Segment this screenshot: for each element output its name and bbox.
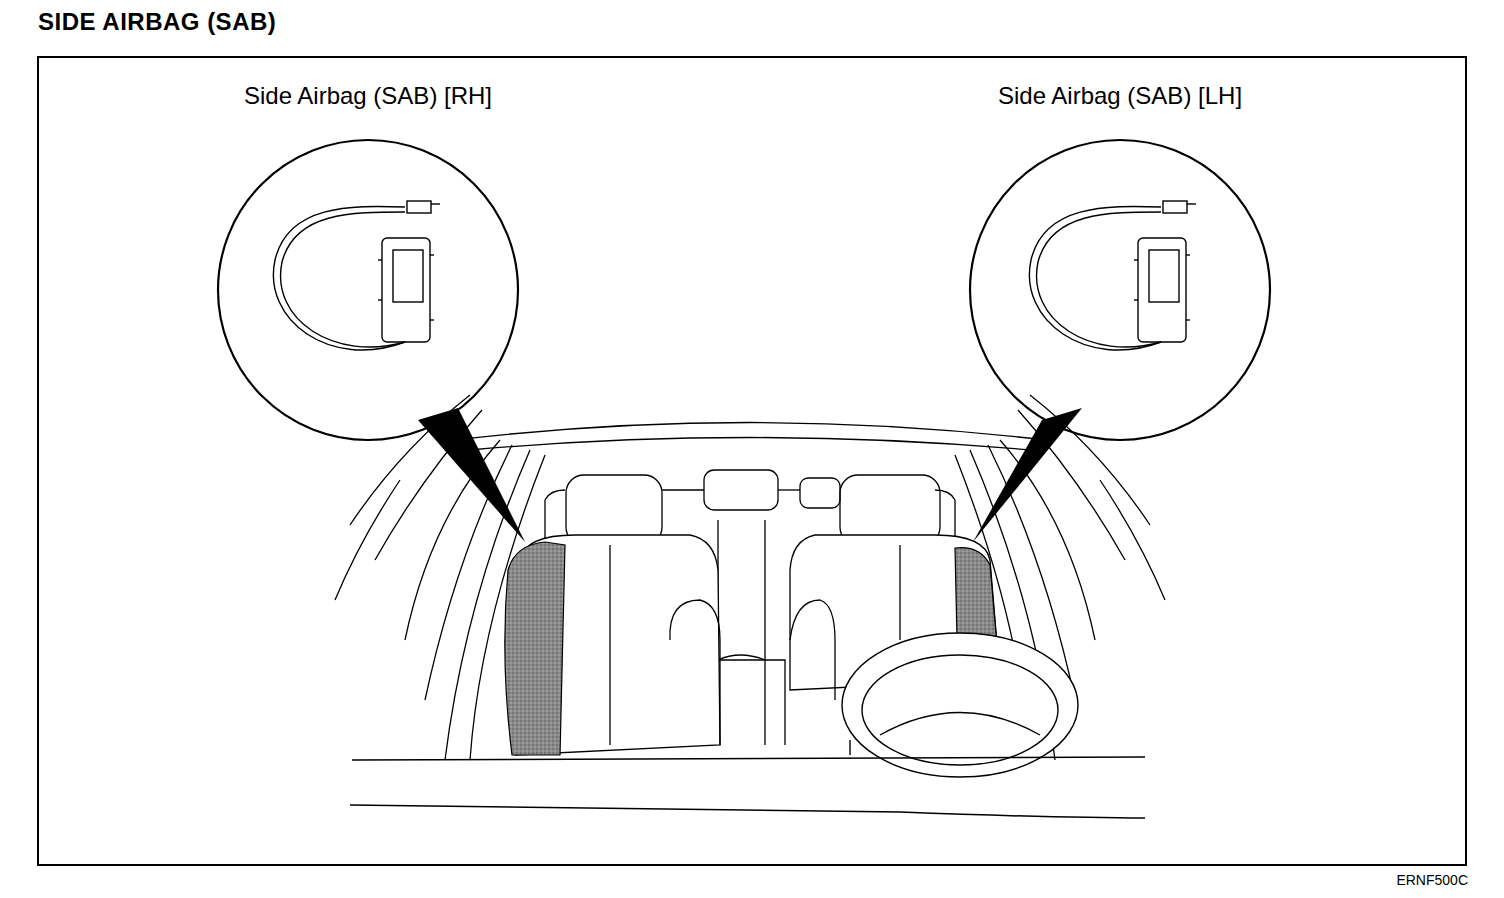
callout-circle: Side Airbag (SAB) [RH] — [214, 82, 522, 444]
callout-circle: Side Airbag (SAB) [LH] — [966, 82, 1274, 444]
callout-circle — [218, 140, 518, 440]
callout-circle-outline — [214, 82, 522, 444]
frame — [38, 57, 1466, 865]
side-airbag-zone — [505, 542, 565, 755]
callout-circle — [970, 140, 1270, 440]
callout-pointer — [418, 408, 525, 542]
airbag-module — [273, 201, 440, 350]
callout-circle-outline — [966, 82, 1274, 444]
dashboard — [350, 757, 1145, 818]
steering-wheel — [842, 633, 1078, 777]
callout-label: Side Airbag (SAB) [LH] — [966, 82, 1274, 110]
figure-code: ERNF500C — [1396, 872, 1468, 888]
callout-pointer — [973, 408, 1082, 542]
airbag-module — [1029, 201, 1196, 350]
callout-label: Side Airbag (SAB) [RH] — [214, 82, 522, 110]
diagram-title: SIDE AIRBAG (SAB) — [38, 8, 276, 36]
